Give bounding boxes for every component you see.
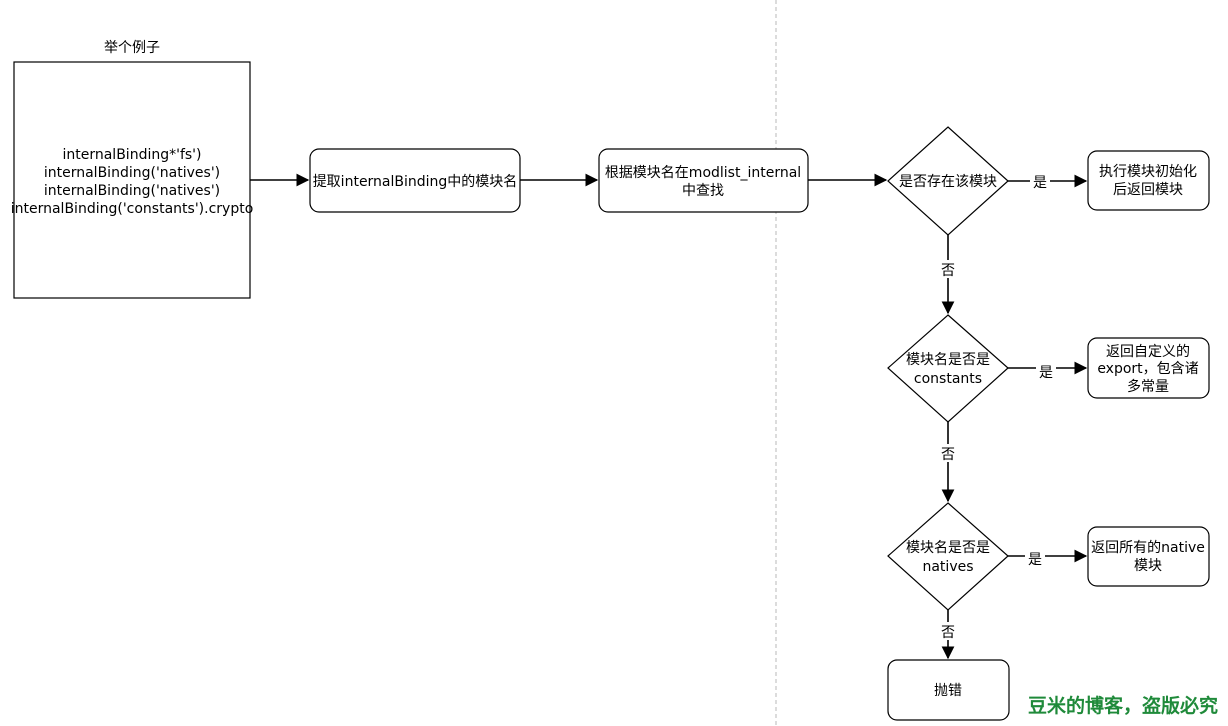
example-line-1: internalBinding*'fs') (62, 147, 201, 163)
node-throw-label: 抛错 (934, 683, 962, 699)
decision-constants-label-2: constants (914, 371, 982, 387)
example-line-4: internalBinding('constants').crypto (11, 201, 254, 217)
edge-label-no-1: 否 (941, 263, 955, 279)
decision-natives-label-2: natives (922, 559, 973, 575)
edge-label-bg (938, 260, 958, 278)
example-box (13, 61, 251, 299)
node-lookup-label-1: 根据模块名在modlist_internal (605, 165, 801, 181)
example-title: 举个例子 (104, 40, 160, 56)
watermark: 豆米的博客，盗版必究 (1028, 694, 1218, 717)
node-return-export (1087, 337, 1210, 399)
node-return-export-label-2: export，包含诸 (1097, 361, 1198, 377)
node-init-label-2: 后返回模块 (1113, 182, 1183, 198)
edge-label-bg (1036, 362, 1056, 380)
edge-label-yes-1: 是 (1033, 175, 1047, 191)
edge-label-bg (938, 622, 958, 640)
node-return-export-label-3: 多常量 (1127, 378, 1169, 395)
edge-label-yes-2: 是 (1039, 365, 1053, 381)
node-return-natives-label-1: 返回所有的native (1091, 540, 1205, 556)
node-init-label-1: 执行模块初始化 (1099, 163, 1197, 180)
node-extract-label: 提取internalBinding中的模块名 (313, 174, 518, 190)
edge-label-bg (1025, 549, 1045, 567)
decision-exists-label: 是否存在该模块 (899, 174, 997, 190)
node-lookup-label-2: 中查找 (682, 183, 724, 199)
node-return-export-label-1: 返回自定义的 (1106, 344, 1190, 360)
example-line-2: internalBinding('natives') (44, 165, 220, 181)
node-return-natives (1087, 526, 1210, 587)
edge-label-no-3: 否 (941, 625, 955, 641)
decision-is-constants (887, 314, 1009, 423)
example-line-3: internalBinding('natives') (44, 183, 220, 199)
decision-is-natives (887, 502, 1009, 611)
decision-natives-label-1: 模块名是否是 (906, 540, 990, 556)
edge-label-bg (1030, 172, 1050, 190)
node-throw-error (887, 659, 1010, 721)
node-return-natives-label-2: 模块 (1134, 558, 1162, 574)
edge-label-yes-3: 是 (1028, 552, 1042, 568)
edge-label-bg (938, 444, 958, 462)
node-init-module (1087, 150, 1210, 211)
edge-label-no-2: 否 (941, 447, 955, 463)
decision-constants-label-1: 模块名是否是 (906, 352, 990, 368)
